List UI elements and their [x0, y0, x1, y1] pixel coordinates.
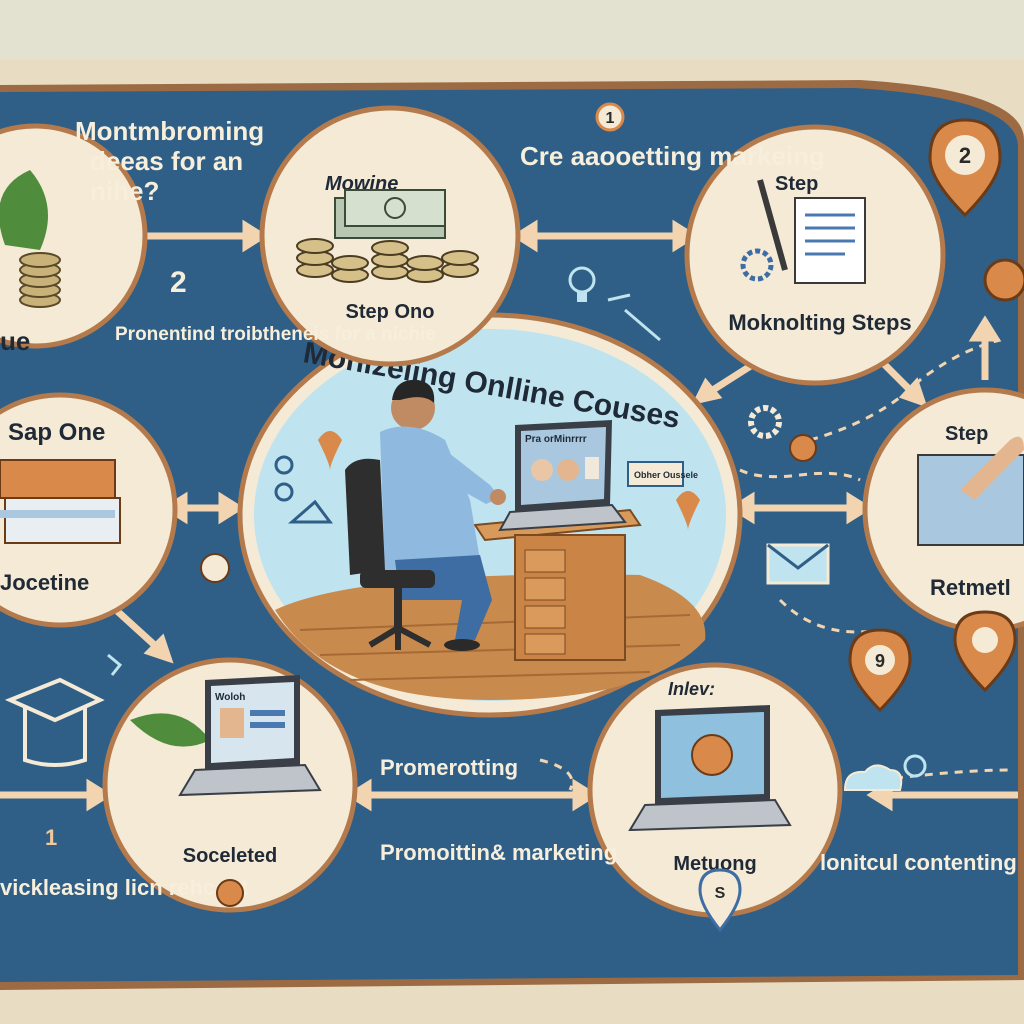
plant-icon [130, 713, 210, 747]
envelope-icon [287, 499, 333, 524]
bottom-left-number: 1 [45, 825, 57, 850]
node-label: Step Ono [346, 301, 435, 323]
node-mid-left[interactable]: Sap One Jocetine [0, 392, 178, 628]
node-label: ue [0, 326, 30, 356]
arrowhead [86, 778, 113, 812]
arrowhead [691, 377, 723, 406]
coin-badge [789, 434, 817, 462]
graduation-cap-icon [4, 677, 105, 767]
laptop-sticker-label: Obher Oussele [634, 470, 698, 480]
node-top-right[interactable]: Step Moknolting Steps [684, 124, 946, 386]
circle-icon [903, 754, 927, 778]
bottom-center-upper: Promerotting [380, 755, 518, 780]
sketch-arrow-icon [607, 293, 661, 342]
node-label: Metuong [673, 853, 756, 875]
plant-icon [0, 170, 48, 250]
sketch-arrow-icon [107, 653, 123, 676]
location-pin-icon [318, 431, 342, 470]
right-pin-label: 9 [875, 651, 885, 671]
mid-left-number: 2 [170, 266, 187, 299]
gear-icon [740, 248, 774, 282]
right-edge-pin [953, 610, 1017, 693]
bottom-pin-label: S [715, 885, 726, 902]
top-badge-label: 1 [606, 110, 615, 127]
node-mid-right[interactable]: Step Retmetl [862, 387, 1024, 633]
node-label: Moknolting Steps [728, 310, 911, 335]
sticker-note [627, 461, 684, 487]
envelope-icon [766, 543, 830, 585]
arrowhead [846, 491, 873, 525]
center-node[interactable]: Pra orMinrrrr [237, 312, 743, 718]
hand-writing-icon [960, 436, 1024, 500]
circle-icon [274, 455, 294, 475]
arrowhead [242, 219, 269, 253]
coin-badge [216, 879, 244, 907]
coin-badge [200, 553, 230, 583]
circle-icon [274, 482, 294, 502]
node-label: Retmetl [930, 575, 1011, 600]
laptop-icon [628, 705, 792, 832]
coins-icon [19, 252, 61, 308]
node-caption: Step [945, 423, 988, 445]
arrowhead [572, 778, 599, 812]
node-top-left[interactable]: ue [0, 123, 148, 356]
node-caption: Inlev: [668, 679, 715, 699]
tablet-icon [917, 454, 1024, 546]
top-badge: 1 [595, 102, 625, 132]
node-top-mid[interactable]: Mowine Step Ono [259, 105, 521, 367]
node-bottom-mid[interactable]: Inlev: Metuong [587, 662, 843, 918]
arrowhead [218, 491, 245, 525]
arrowhead [968, 315, 1002, 342]
arrowhead [345, 778, 372, 812]
location-pin-icon [676, 491, 700, 530]
bottom-left-text: vickleasing licn rehcent [0, 875, 249, 900]
location-pin-icon [698, 868, 742, 933]
bottom-pin: S [698, 868, 742, 933]
arrowhead [672, 219, 699, 253]
arrowhead [143, 633, 174, 664]
top-right-pin: 2 [928, 118, 1002, 218]
coin-badge [983, 258, 1024, 302]
money-stack-icon [334, 189, 446, 239]
books-icon [0, 459, 121, 544]
mid-left-text: Pronentind troibtheneis for a nichie [115, 324, 436, 345]
laptop-label: Woloh [215, 692, 245, 703]
arrowhead [511, 219, 538, 253]
bottom-right-text: lonitcul contenting [820, 850, 1017, 875]
node-label: Jocetine [0, 570, 89, 595]
laptop-icon: Pra orMinrrrr [498, 420, 627, 532]
bottom-center-lower: Promoittin& marketing [380, 840, 617, 865]
laptop-icon: Woloh [178, 675, 322, 797]
document-icon [794, 197, 866, 284]
laptop-screen-label: Pra orMinrrrr [525, 434, 587, 445]
lightbulb-icon [568, 266, 596, 302]
top-center-text: Cre aaooetting markeing [520, 141, 825, 171]
top-strip [0, 0, 1024, 60]
cloud-icon [843, 764, 903, 791]
right-pin: 9 [848, 628, 912, 713]
node-title: Sap One [8, 419, 105, 446]
pen-icon [757, 179, 788, 271]
node-label: Soceleted [183, 845, 277, 867]
node-bottom-left[interactable]: Woloh Soceleted [102, 657, 358, 913]
coins-icon [296, 238, 479, 283]
office-chair-icon [345, 458, 435, 650]
top-right-badge-label: 2 [959, 143, 971, 168]
arrowhead [728, 491, 755, 525]
node-caption: Step [775, 173, 818, 195]
gear-icon [748, 405, 782, 439]
